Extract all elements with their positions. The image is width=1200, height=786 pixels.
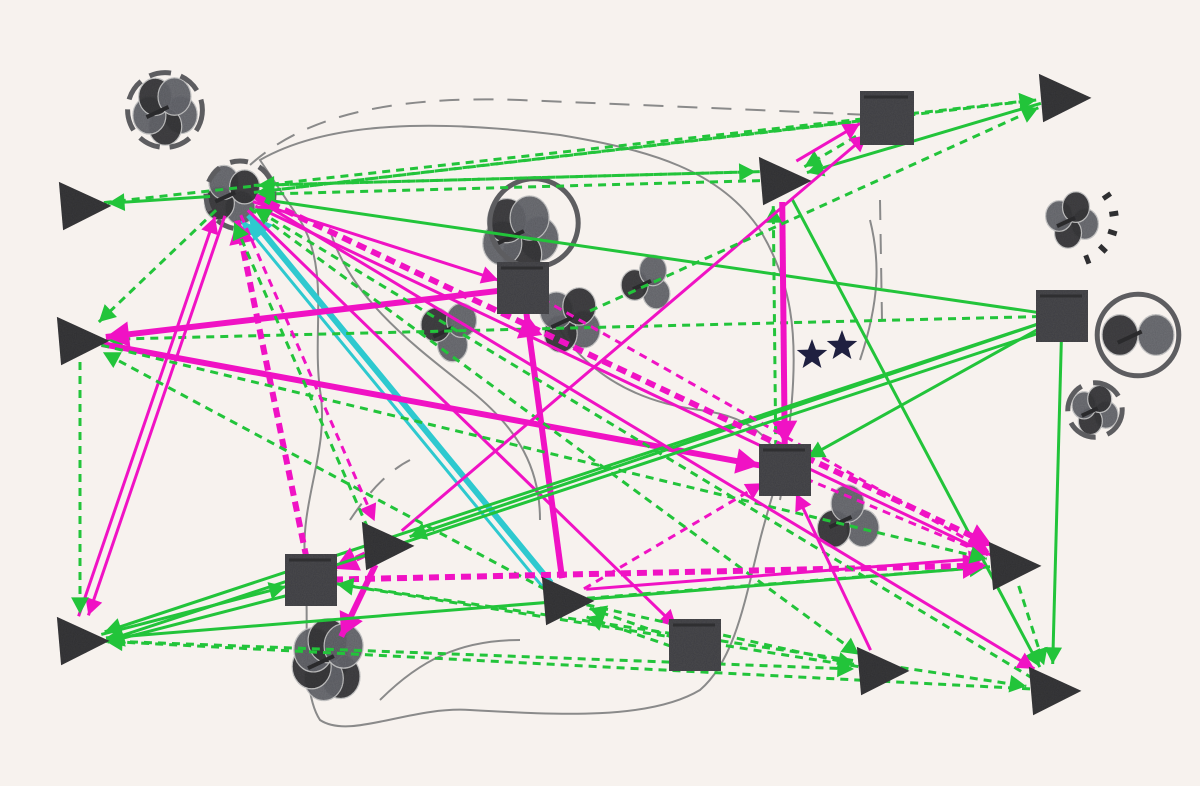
edge-arrow: [252, 200, 499, 284]
edge-arrow: [409, 321, 1042, 540]
star-node: [826, 330, 858, 359]
edge-arrow: [107, 193, 211, 212]
edge-arrow: [253, 93, 1037, 194]
edge-arrow: [254, 197, 1036, 671]
edge-arrow: [586, 603, 855, 670]
circle-cluster-node: [620, 254, 671, 310]
triangle-node: [541, 576, 595, 626]
edge-arrow: [253, 207, 1034, 680]
triangle-node: [856, 646, 910, 696]
edge-arrow: [583, 481, 764, 591]
edge-arrow: [105, 633, 1031, 691]
edge-arrow: [586, 614, 672, 648]
edge-arrow: [1044, 337, 1063, 665]
edge-arrow: [101, 343, 988, 564]
square-node: [497, 262, 549, 314]
circle-cluster-node: [1065, 380, 1125, 440]
circle-cluster-node: [1094, 291, 1182, 379]
edge-arrow: [794, 492, 872, 651]
edge-arrow: [806, 101, 1042, 177]
edge-arrow: [97, 209, 218, 324]
edge-arrow: [232, 221, 370, 530]
triangle-node: [1038, 73, 1092, 123]
edge-arrow: [85, 215, 227, 616]
edges-layer: [71, 92, 1063, 693]
square-node: [1036, 290, 1088, 342]
edge-arrow: [103, 92, 1037, 205]
edge-arrow: [336, 577, 859, 669]
edge-arrow: [102, 350, 547, 591]
triangle-node: [56, 616, 110, 666]
outline-stroke: [258, 124, 795, 728]
square-node: [669, 619, 721, 671]
edge-arrow: [806, 325, 1044, 459]
circle-cluster-node: [816, 484, 880, 548]
edge-arrow: [248, 206, 860, 656]
edge-arrow: [338, 563, 379, 638]
circle-cluster-node: [203, 158, 277, 232]
edge-arrow: [105, 287, 502, 347]
edge-arrow: [254, 193, 994, 549]
star-node: [796, 339, 828, 368]
edge-arrow: [239, 214, 377, 522]
circle-cluster-node: [291, 617, 364, 702]
outline-stroke: [879, 199, 883, 321]
outline-stroke: [349, 459, 411, 521]
edge-arrow: [71, 362, 89, 614]
circle-cluster-node: [1045, 191, 1119, 265]
edge-arrow: [253, 163, 756, 187]
triangle-node: [58, 181, 112, 231]
edge-arrow: [589, 106, 1039, 313]
triangle-node: [758, 156, 812, 206]
outline-stroke: [249, 98, 871, 166]
triangle-node: [988, 541, 1042, 591]
outline-stroke: [379, 639, 521, 701]
triangle-node: [1028, 666, 1082, 716]
triangle-node: [56, 316, 110, 366]
edge-arrow: [107, 330, 1045, 644]
nodes-top-layer: [56, 73, 1092, 716]
circle-cluster-node: [482, 176, 581, 278]
edge-arrow: [771, 201, 798, 445]
square-node: [285, 554, 337, 606]
square-node: [759, 444, 811, 496]
edge-arrow: [795, 122, 861, 163]
circle-cluster-node: [420, 302, 478, 363]
edge-arrow: [1017, 585, 1048, 666]
edge-arrow: [101, 341, 760, 474]
square-node: [860, 91, 914, 145]
edge-arrow: [77, 216, 219, 617]
edge-arrow: [332, 553, 987, 583]
triangle-node: [361, 521, 415, 571]
circle-cluster-node: [125, 70, 205, 150]
